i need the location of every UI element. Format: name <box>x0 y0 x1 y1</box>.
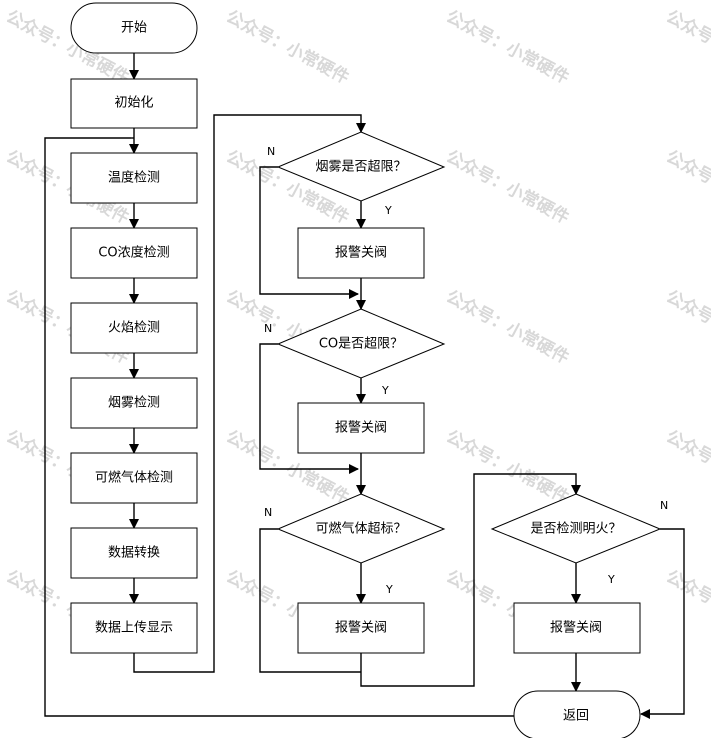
edge-return-loop <box>44 137 514 717</box>
watermark: 公众号：小常硬件 <box>663 566 711 648</box>
branch-y-4: Y <box>607 573 615 586</box>
watermark: 公众号：小常硬件 <box>443 286 573 368</box>
node-alarm-4: 报警关阀 <box>513 602 641 654</box>
watermark: 公众号：小常硬件 <box>223 6 353 88</box>
edge-alarm3-qfire <box>360 473 581 687</box>
node-alarm-1-label: 报警关阀 <box>335 245 387 261</box>
edge-upload-qsmoke <box>133 114 366 673</box>
branch-n-1: N <box>267 145 275 158</box>
edge-qfire-no <box>640 528 685 719</box>
node-temp: 温度检测 <box>70 152 198 204</box>
branch-n-2: N <box>264 322 272 335</box>
node-co: CO浓度检测 <box>70 227 198 279</box>
branch-labels: N Y N Y N Y N Y <box>264 145 668 596</box>
node-alarm-1: 报警关阀 <box>297 227 425 279</box>
edge-qgas-no <box>259 528 361 673</box>
node-return-label: 返回 <box>563 709 589 724</box>
node-gas-label: 可燃气体检测 <box>95 470 173 486</box>
watermark: 公众号：小常硬件 <box>443 6 573 88</box>
node-flame-label: 火焰检测 <box>108 321 160 336</box>
node-start: 开始 <box>70 2 198 54</box>
node-smoke-label: 烟雾检测 <box>108 396 160 411</box>
node-convert-label: 数据转换 <box>108 546 160 561</box>
branch-n-4: N <box>660 499 668 512</box>
node-init: 初始化 <box>70 78 198 129</box>
node-alarm-2-label: 报警关阀 <box>335 420 387 436</box>
branch-y-2: Y <box>381 384 389 397</box>
decision-smoke-label: 烟雾是否超限？ <box>315 160 406 175</box>
watermark: 公众号：小常硬件 <box>663 426 711 508</box>
edge-qsmoke-no <box>259 166 359 299</box>
decision-co: CO是否超限？ <box>276 308 446 379</box>
watermark: 公众号：小常硬件 <box>443 426 573 508</box>
watermark: 公众号：小常硬件 <box>663 6 711 88</box>
branch-n-3: N <box>264 506 272 519</box>
node-alarm-4-label: 报警关阀 <box>550 620 602 636</box>
edge-qco-no <box>259 343 359 474</box>
node-alarm-3-label: 报警关阀 <box>335 620 387 636</box>
branch-y-3: Y <box>385 583 393 596</box>
node-convert: 数据转换 <box>70 527 198 579</box>
watermark: 公众号：小常硬件 <box>443 146 573 228</box>
node-start-label: 开始 <box>121 21 147 36</box>
edges <box>44 53 685 719</box>
decision-fire: 是否检测明火？ <box>490 493 662 564</box>
watermark: 公众号：小常硬件 <box>663 286 711 368</box>
node-smoke: 烟雾检测 <box>70 377 198 429</box>
node-upload-label: 数据上传显示 <box>95 621 173 636</box>
node-init-label: 初始化 <box>114 96 153 111</box>
decision-gas-label: 可燃气体超标？ <box>315 521 406 537</box>
node-gas: 可燃气体检测 <box>70 452 198 504</box>
node-alarm-2: 报警关阀 <box>297 402 425 454</box>
node-upload: 数据上传显示 <box>70 602 198 654</box>
decision-fire-label: 是否检测明火？ <box>530 522 621 537</box>
decision-smoke: 烟雾是否超限？ <box>276 131 446 202</box>
node-return: 返回 <box>513 690 641 738</box>
node-alarm-3: 报警关阀 <box>297 602 425 654</box>
branch-y-1: Y <box>384 204 392 217</box>
decision-co-label: CO是否超限？ <box>319 337 403 352</box>
node-co-label: CO浓度检测 <box>98 245 169 261</box>
node-temp-label: 温度检测 <box>108 170 160 186</box>
decision-gas: 可燃气体超标？ <box>276 493 446 564</box>
watermark: 公众号：小常硬件 <box>663 146 711 228</box>
node-flame: 火焰检测 <box>70 302 198 354</box>
